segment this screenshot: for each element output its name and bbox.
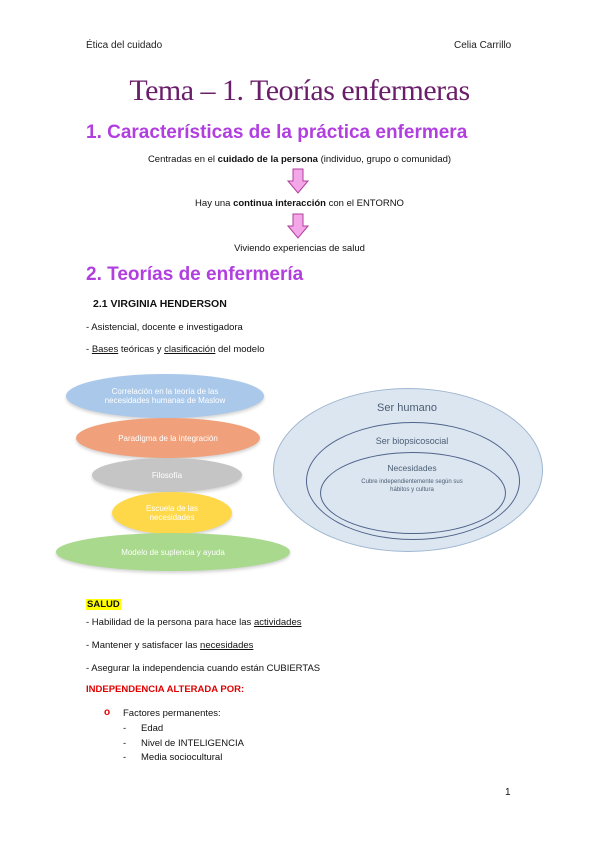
independencia-heading: INDEPENDENCIA ALTERADA POR: <box>86 684 245 695</box>
subitem-inteligencia: - <box>123 738 127 749</box>
salud-heading: SALUD <box>86 594 121 612</box>
item2-underline-bases: Bases <box>91 344 119 355</box>
line2-pre: Hay una <box>195 198 234 209</box>
line1-bold: cuidado de la persona <box>217 154 318 165</box>
salud-label: SALUD <box>86 599 121 610</box>
header-right: Celia Carrillo <box>454 40 512 51</box>
item2-post: del modelo <box>215 344 265 355</box>
section1-line1: Centradas en el cuidado de la persona (i… <box>0 154 599 165</box>
line2-bold: continua interacción <box>233 198 326 209</box>
subitem-inteligencia-label: Nivel de INTELIGENCIA <box>141 738 244 749</box>
salud-item1-pre: - Habilidad de la persona para hace las <box>86 617 254 628</box>
salud-item2-pre: - Mantener y satisfacer las <box>86 640 201 651</box>
line1-pre: Centradas en el <box>147 154 218 165</box>
pill-maslow-label: Correlación en la teoría de las necesida… <box>104 387 226 405</box>
down-arrow-icon <box>287 213 309 239</box>
salud-item1-underline: actividades <box>253 617 302 628</box>
ellipse-ser-humano-label: Ser humano <box>377 402 437 414</box>
factores-permanentes: Factores permanentes: <box>123 708 221 719</box>
salud-item2-underline: necesidades <box>200 640 254 651</box>
ellipse-ser-biopsicosocial <box>306 422 520 540</box>
section1-heading: 1. Características de la práctica enferm… <box>86 122 468 143</box>
section1-line2: Hay una continua interacción con el ENTO… <box>0 198 599 209</box>
subitem-media: - <box>123 752 127 763</box>
section2-subheading: 2.1 VIRGINIA HENDERSON <box>93 298 227 310</box>
pill-filosofia: Filosofía <box>92 458 242 492</box>
pill-paradigma: Paradigma de la integración <box>76 418 260 458</box>
section2-item1: - Asistencial, docente e investigadora <box>86 322 243 333</box>
pill-paradigma-label: Paradigma de la integración <box>118 433 218 443</box>
pill-modelo-label: Modelo de suplencia y ayuda <box>121 547 225 557</box>
line1-post: (individuo, grupo o comunidad) <box>317 154 452 165</box>
salud-item3: - Asegurar la independencia cuando están… <box>86 663 321 674</box>
item2-mid: teóricas y <box>118 344 165 355</box>
section1-line3: Viviendo experiencias de salud <box>234 243 365 254</box>
section2-heading: 2. Teorías de enfermería <box>86 264 304 285</box>
page-title: Tema – 1. Teorías enfermeras <box>129 74 470 107</box>
pill-maslow: Correlación en la teoría de las necesida… <box>66 374 264 418</box>
ellipse-ser-biopsicosocial-label: Ser biopsicosocial <box>375 436 449 446</box>
ellipse-necesidades-text: Cubre independientemente según sus hábit… <box>361 479 463 493</box>
line2-post: con el ENTORNO <box>325 198 404 209</box>
subitem-media-label: Media sociocultural <box>141 752 223 763</box>
pill-escuela: Escuela de las necesidades <box>112 492 232 534</box>
pill-escuela-label: Escuela de las necesidades <box>145 504 199 522</box>
ellipse-necesidades-label: Necesidades <box>387 463 437 473</box>
header-left: Ética del cuidado <box>86 40 163 51</box>
section2-item2: - Bases teóricas y clasificación del mod… <box>86 344 265 355</box>
pill-filosofia-label: Filosofía <box>151 470 183 480</box>
subitem-edad: - <box>123 723 127 734</box>
item2-pre: - <box>86 344 92 355</box>
subitem-edad-label: Edad <box>141 723 164 734</box>
pill-modelo: Modelo de suplencia y ayuda <box>56 533 290 571</box>
salud-item2: - Mantener y satisfacer las necesidades <box>86 640 253 651</box>
bullet-circle-icon: o <box>104 707 111 718</box>
salud-item1: - Habilidad de la persona para hace las … <box>86 617 301 628</box>
page-number: 1 <box>505 787 511 798</box>
down-arrow-icon <box>287 168 309 194</box>
ellipse-necesidades <box>320 452 506 534</box>
item2-underline-clasificacion: clasificación <box>164 344 216 355</box>
